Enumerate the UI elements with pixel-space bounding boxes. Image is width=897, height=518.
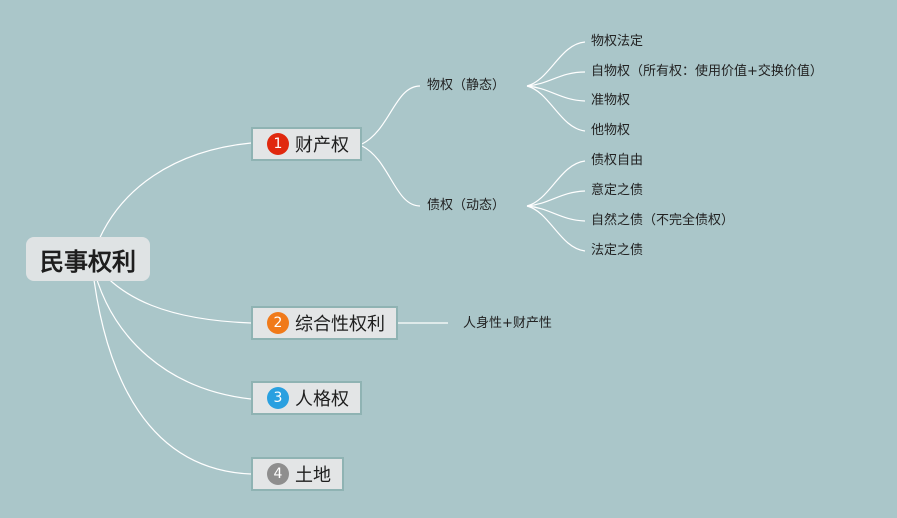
link-property-creditor bbox=[361, 145, 421, 207]
number-badge-3: 3 bbox=[267, 387, 289, 409]
link-cred-0 bbox=[526, 160, 586, 207]
leaf-creditor-item[interactable]: 自然之债（不完全债权） bbox=[591, 213, 735, 228]
leaf-real-item[interactable]: 物权法定 bbox=[591, 34, 644, 49]
branch-label: 综合性权利 bbox=[295, 314, 385, 335]
link-real-3 bbox=[526, 85, 586, 132]
root-label: 民事权利 bbox=[40, 247, 136, 276]
node-real-right[interactable]: 物权（静态） bbox=[427, 78, 506, 93]
branch-label: 土地 bbox=[295, 465, 331, 486]
branch-label: 人格权 bbox=[295, 389, 349, 410]
link-real-1 bbox=[526, 71, 586, 87]
branch-property[interactable]: 1 财产权 bbox=[251, 127, 362, 161]
root-node[interactable]: 民事权利 bbox=[26, 237, 150, 281]
branch-land[interactable]: 4 土地 bbox=[251, 457, 344, 491]
node-composite-note[interactable]: 人身性+财产性 bbox=[463, 316, 552, 331]
link-cred-1 bbox=[526, 190, 586, 207]
branch-label: 财产权 bbox=[295, 135, 349, 156]
leaf-real-item[interactable]: 他物权 bbox=[591, 123, 631, 138]
link-cred-3 bbox=[526, 205, 586, 252]
leaf-creditor-item[interactable]: 法定之债 bbox=[591, 243, 644, 258]
number-badge-1: 1 bbox=[267, 133, 289, 155]
link-cred-2 bbox=[526, 205, 586, 222]
link-real-2 bbox=[526, 85, 586, 102]
branch-composite[interactable]: 2 综合性权利 bbox=[251, 306, 398, 340]
number-badge-4: 4 bbox=[267, 463, 289, 485]
link-real-0 bbox=[526, 41, 586, 87]
link-property-real bbox=[361, 85, 421, 145]
node-creditor-right[interactable]: 债权（动态） bbox=[427, 198, 506, 213]
leaf-creditor-item[interactable]: 意定之债 bbox=[591, 183, 644, 198]
branch-personality[interactable]: 3 人格权 bbox=[251, 381, 362, 415]
link-root-land bbox=[91, 263, 252, 475]
leaf-creditor-item[interactable]: 债权自由 bbox=[591, 153, 644, 168]
leaf-real-item[interactable]: 自物权（所有权：使用价值+交换价值） bbox=[591, 64, 823, 79]
leaf-real-item[interactable]: 准物权 bbox=[591, 93, 631, 108]
link-root-personality bbox=[91, 261, 252, 400]
number-badge-2: 2 bbox=[267, 312, 289, 334]
